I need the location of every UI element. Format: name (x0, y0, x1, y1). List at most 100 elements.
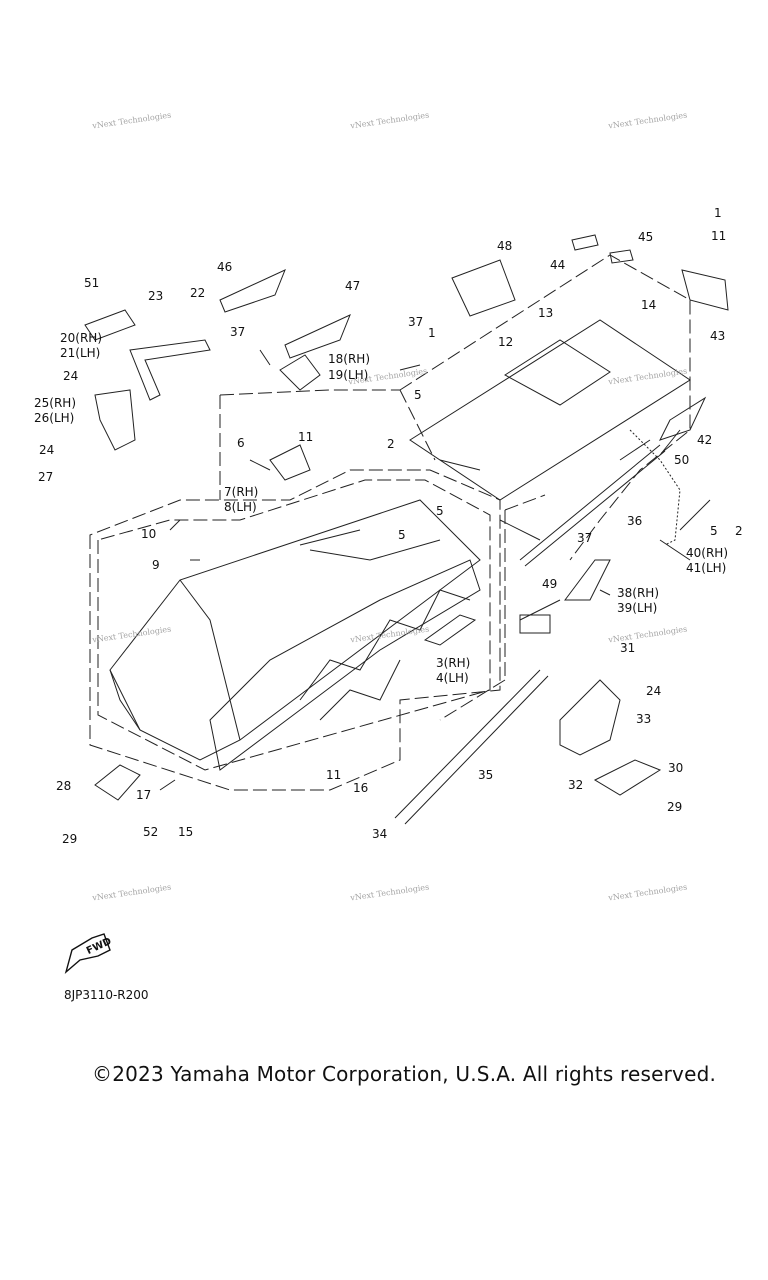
callout-50: 50 (674, 453, 690, 467)
part-28 (94, 764, 141, 801)
part-7 (269, 444, 311, 481)
callout-32: 32 (568, 778, 584, 792)
callout-5: 5 (414, 388, 422, 402)
callout-37: 37 (230, 325, 246, 339)
callout-49: 49 (542, 577, 558, 591)
leader-lines (159, 349, 711, 791)
callout-22: 22 (190, 286, 206, 300)
callout-38: 38(RH) (617, 586, 659, 600)
callout-20: 20(RH) (60, 331, 102, 345)
callout-42: 42 (697, 433, 713, 447)
copyright-notice: ©2023 Yamaha Motor Corporation, U.S.A. A… (92, 1062, 717, 1086)
part-45 (609, 249, 634, 264)
part-44 (571, 234, 599, 251)
callout-17: 17 (136, 788, 152, 802)
callout-45: 45 (638, 230, 654, 244)
rod-36 (519, 444, 666, 567)
callout-11: 11 (326, 768, 342, 782)
callout-34: 34 (372, 827, 388, 841)
callout-5: 5 (710, 524, 718, 538)
callout-24: 24 (646, 684, 662, 698)
part-51 (84, 309, 136, 341)
callout-29: 29 (667, 800, 683, 814)
part-49 (519, 614, 551, 634)
callout-35: 35 (478, 768, 494, 782)
bracket-20 (129, 339, 211, 401)
callout-11: 11 (298, 430, 314, 444)
tunnel-center-rib (299, 529, 441, 561)
callout-29: 29 (62, 832, 78, 846)
callout-23: 23 (148, 289, 164, 303)
callout-15: 15 (178, 825, 194, 839)
callout-30: 30 (668, 761, 684, 775)
strip-42 (659, 396, 707, 441)
dashed-boundary-inner (97, 479, 491, 771)
part-38 (564, 559, 611, 601)
callout-13: 13 (538, 306, 554, 320)
rear-plate-inner (504, 339, 611, 406)
panel-47 (284, 314, 351, 359)
callout-36: 36 (627, 514, 643, 528)
callout-46: 46 (217, 260, 233, 274)
callout-14: 14 (641, 298, 657, 312)
callout-41: 41(LH) (686, 561, 727, 575)
callout-51: 51 (84, 276, 100, 290)
callout-8: 8(LH) (224, 500, 257, 514)
callout-37: 37 (577, 531, 593, 545)
part-3 (423, 614, 477, 646)
callout-48: 48 (497, 239, 513, 253)
callout-19: 19(LH) (328, 368, 369, 382)
callout-39: 39(LH) (617, 601, 658, 615)
callout-7: 7(RH) (224, 485, 259, 499)
callout-26: 26(LH) (34, 411, 75, 425)
callout-31: 31 (620, 641, 636, 655)
step-bracket-31 (559, 679, 621, 756)
callout-37: 37 (408, 315, 424, 329)
callout-2: 2 (387, 437, 395, 451)
callout-2: 2 (735, 524, 743, 538)
part-43 (681, 269, 729, 311)
crossbar-35 (394, 669, 549, 825)
tunnel-side-left (109, 579, 241, 741)
callout-10: 10 (141, 527, 157, 541)
callout-28: 28 (56, 779, 72, 793)
callout-27: 27 (38, 470, 54, 484)
callout-5: 5 (398, 528, 406, 542)
part-18 (279, 354, 321, 391)
rear-tunnel-plate (409, 319, 691, 501)
callout-47: 47 (345, 279, 361, 293)
callout-18: 18(RH) (328, 352, 370, 366)
callout-4: 4(LH) (436, 671, 469, 685)
callout-12: 12 (498, 335, 514, 349)
callout-25: 25(RH) (34, 396, 76, 410)
fwd-arrow-icon (64, 933, 111, 975)
callout-43: 43 (710, 329, 726, 343)
callout-16: 16 (353, 781, 369, 795)
callout-1: 1 (714, 206, 722, 220)
callout-21: 21(LH) (60, 346, 101, 360)
dashed-boundary-lower (439, 494, 546, 721)
callout-9: 9 (152, 558, 160, 572)
bracket-25 (94, 389, 136, 451)
callout-3: 3(RH) (436, 656, 471, 670)
diagram-code: 8JP3110-R200 (64, 988, 149, 1002)
panel-48 (451, 259, 516, 317)
callout-11: 11 (711, 229, 727, 243)
tunnel-body (109, 499, 481, 761)
callout-5: 5 (436, 504, 444, 518)
tunnel-side-right (209, 559, 481, 771)
dashed-boundary-main (89, 469, 501, 791)
callout-24: 24 (39, 443, 55, 457)
callout-24: 24 (63, 369, 79, 383)
callout-44: 44 (550, 258, 566, 272)
callout-6: 6 (237, 436, 245, 450)
callout-52: 52 (143, 825, 159, 839)
callout-40: 40(RH) (686, 546, 728, 560)
tunnel-lattice (299, 589, 471, 721)
callout-33: 33 (636, 712, 652, 726)
part-30 (593, 759, 662, 796)
callout-1: 1 (428, 326, 436, 340)
panel-46 (219, 269, 286, 313)
dashed-boundary-rear (219, 254, 691, 561)
